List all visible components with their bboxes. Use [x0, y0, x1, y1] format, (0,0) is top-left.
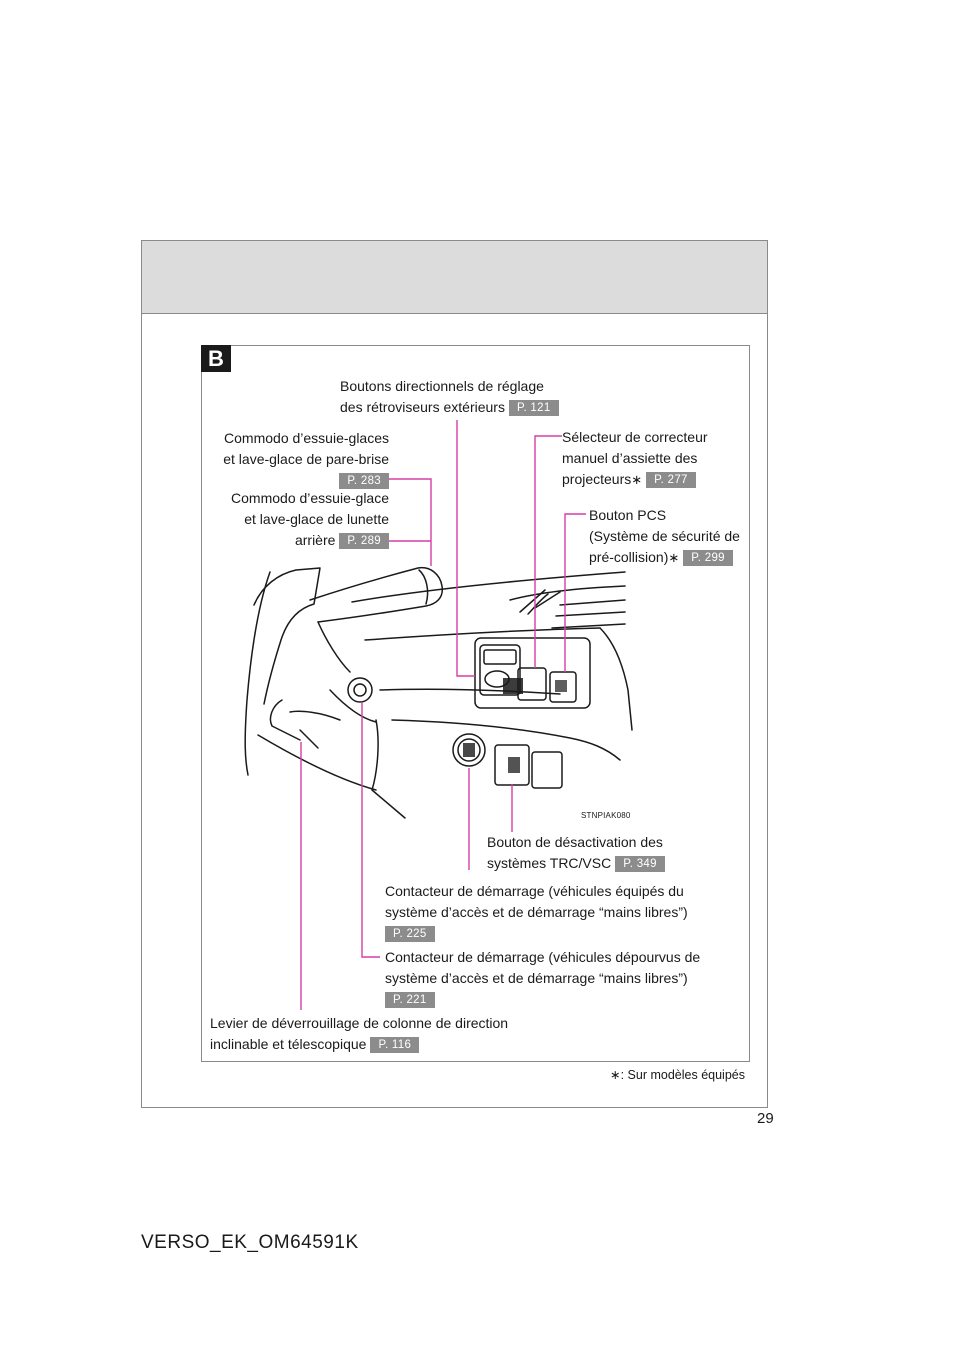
illustration-panel: [201, 345, 750, 1062]
label-rear-wiper-line1: Commodo d’essuie-glace: [231, 490, 389, 506]
label-front-wiper: Commodo d’essuie-glaces et lave-glace de…: [223, 428, 389, 491]
label-trc: Bouton de désactivation des systèmes TRC…: [487, 832, 665, 874]
label-trc-line2: systèmes TRC/VSC: [487, 855, 612, 871]
label-tilt-line1: Levier de déverrouillage de colonne de d…: [210, 1015, 509, 1031]
label-tilt-line2: inclinable et télescopique: [210, 1036, 367, 1052]
label-headlight: Sélecteur de correcteur manuel d’assiett…: [562, 427, 708, 490]
label-start-key-line1: Contacteur de démarrage (véhicules dépou…: [385, 949, 701, 965]
label-start-smart: Contacteur de démarrage (véhicules équip…: [385, 881, 688, 944]
callout-headlight: [534, 435, 562, 668]
callout-front-wiper: [388, 478, 432, 566]
label-trc-line1: Bouton de désactivation des: [487, 834, 663, 850]
label-rear-wiper-line3: arrière: [294, 532, 336, 548]
callout-pcs: [564, 513, 586, 672]
ref-pcs[interactable]: P. 299: [683, 550, 733, 566]
label-front-wiper-line1: Commodo d’essuie-glaces: [224, 430, 389, 446]
label-start-smart-line2: système d’accès et de démarrage “mains l…: [385, 904, 688, 920]
label-pcs-line3: pré-collision): [589, 549, 669, 565]
label-rear-wiper-line2: et lave-glace de lunette: [244, 511, 389, 527]
label-headlight-line3: projecteurs: [562, 471, 632, 487]
illustration-code: STNPIAK080: [581, 811, 631, 820]
ref-trc[interactable]: P. 349: [615, 856, 665, 872]
label-pcs-line1: Bouton PCS: [589, 507, 667, 523]
label-mirrors-line2: des rétroviseurs extérieurs: [340, 399, 505, 415]
asterisk-mark: ∗: [631, 472, 643, 487]
ref-rear-wiper[interactable]: P. 289: [339, 533, 389, 549]
label-rear-wiper: Commodo d’essuie-glace et lave-glace de …: [231, 488, 389, 551]
label-headlight-line2: manuel d’assiette des: [562, 450, 698, 466]
page-frame: [141, 240, 768, 1108]
switch-glyphs: [463, 678, 567, 773]
label-mirrors: Boutons directionnels de réglage des rét…: [340, 376, 559, 418]
asterisk-mark: ∗: [668, 550, 680, 565]
label-pcs: Bouton PCS (Système de sécurité de pré-c…: [589, 505, 740, 568]
ref-tilt[interactable]: P. 116: [370, 1037, 420, 1053]
label-start-key-line2: système d’accès et de démarrage “mains l…: [385, 970, 688, 986]
section-badge: B: [201, 345, 231, 372]
callout-start-key: [361, 702, 380, 958]
line-art: [244, 566, 633, 819]
label-pcs-line2: (Système de sécurité de: [589, 528, 740, 544]
label-front-wiper-line2: et lave-glace de pare-brise: [223, 451, 389, 467]
footnote-text: : Sur modèles équipés: [620, 1068, 745, 1082]
ref-start-smart[interactable]: P. 225: [385, 926, 435, 942]
ref-headlight[interactable]: P. 277: [646, 472, 696, 488]
page-number: 29: [757, 1110, 774, 1127]
label-tilt: Levier de déverrouillage de colonne de d…: [210, 1013, 508, 1055]
footnote: ∗: Sur modèles équipés: [610, 1067, 745, 1082]
callout-lines: [300, 420, 586, 1010]
label-mirrors-line1: Boutons directionnels de réglage: [340, 378, 544, 394]
ref-mirrors[interactable]: P. 121: [508, 400, 559, 416]
callout-mirrors: [456, 420, 475, 677]
ref-front-wiper[interactable]: P. 283: [339, 473, 389, 489]
ref-start-key[interactable]: P. 221: [385, 992, 435, 1008]
label-headlight-line1: Sélecteur de correcteur: [562, 429, 708, 445]
label-start-key: Contacteur de démarrage (véhicules dépou…: [385, 947, 700, 1010]
footnote-asterisk: ∗: [610, 1068, 621, 1082]
label-start-smart-line1: Contacteur de démarrage (véhicules équip…: [385, 883, 684, 899]
footer-code: VERSO_EK_OM64591K: [141, 1232, 359, 1253]
